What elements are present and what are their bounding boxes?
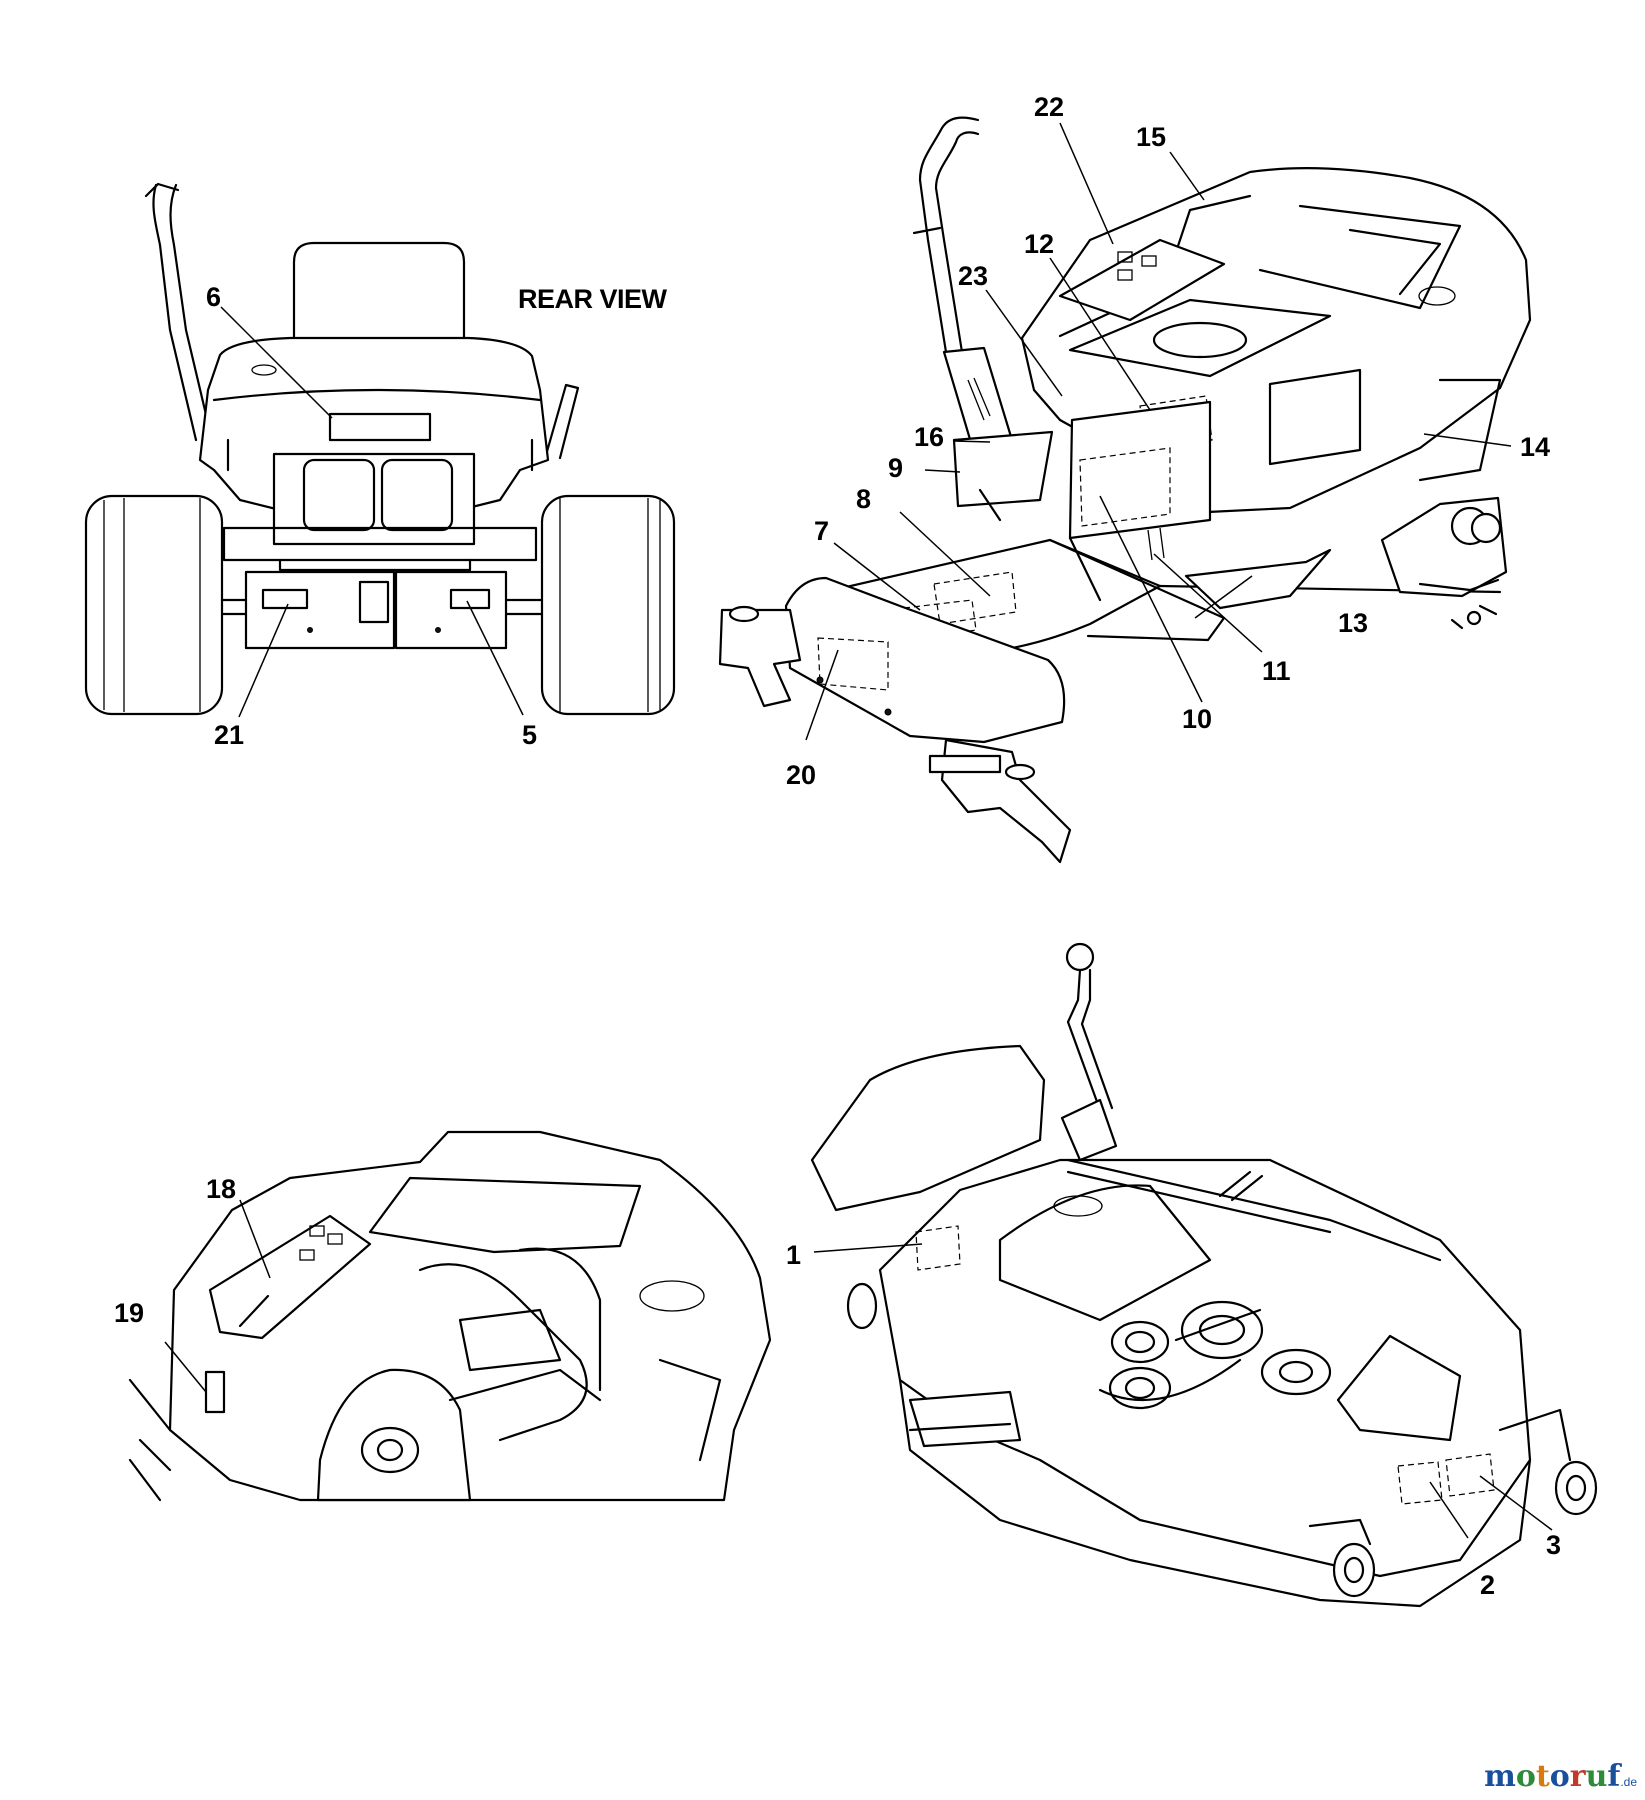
- watermark-letter: t: [1535, 1759, 1550, 1794]
- callout-10: 10: [1182, 704, 1212, 734]
- callout-3: 3: [1546, 1530, 1561, 1560]
- callout-7: 7: [814, 516, 829, 546]
- watermark-letter: r: [1569, 1759, 1586, 1794]
- callout-19: 19: [114, 1298, 144, 1328]
- callout-leaders: [164, 122, 1553, 1539]
- callout-13: 13: [1338, 608, 1368, 638]
- callout-23: 23: [958, 261, 988, 291]
- callout-labels: 6 21 5 22 15 12 23 16 9 8 7 14 13 11 10 …: [114, 92, 1561, 1600]
- rear-view-label: REAR VIEW: [518, 284, 668, 314]
- main-frame-drawing: [718, 116, 1532, 864]
- callout-11: 11: [1262, 656, 1291, 686]
- callout-15: 15: [1136, 122, 1166, 152]
- callout-9: 9: [888, 453, 903, 483]
- callout-20: 20: [786, 760, 816, 790]
- callout-12: 12: [1024, 229, 1054, 259]
- watermark-letter: o: [1549, 1759, 1570, 1794]
- watermark-letter: o: [1515, 1759, 1536, 1794]
- callout-5: 5: [522, 720, 537, 750]
- callout-2: 2: [1480, 1570, 1495, 1600]
- callout-16: 16: [914, 422, 944, 452]
- watermark-letter: f: [1607, 1759, 1621, 1794]
- fender-detail-drawing: [128, 1130, 772, 1502]
- callout-18: 18: [206, 1174, 236, 1204]
- callout-22: 22: [1034, 92, 1064, 122]
- callout-6: 6: [206, 282, 221, 312]
- callout-21: 21: [214, 720, 244, 750]
- motoruf-watermark-logo: motoruf.de: [1484, 1759, 1637, 1794]
- rear-view-drawing: [84, 182, 676, 716]
- callout-1: 1: [786, 1240, 801, 1270]
- watermark-letter: m: [1484, 1759, 1516, 1794]
- mower-deck-drawing: [810, 942, 1598, 1608]
- watermark-suffix: .de: [1620, 1775, 1637, 1789]
- watermark-letter: u: [1585, 1759, 1608, 1794]
- callout-14: 14: [1520, 432, 1550, 462]
- callout-8: 8: [856, 484, 871, 514]
